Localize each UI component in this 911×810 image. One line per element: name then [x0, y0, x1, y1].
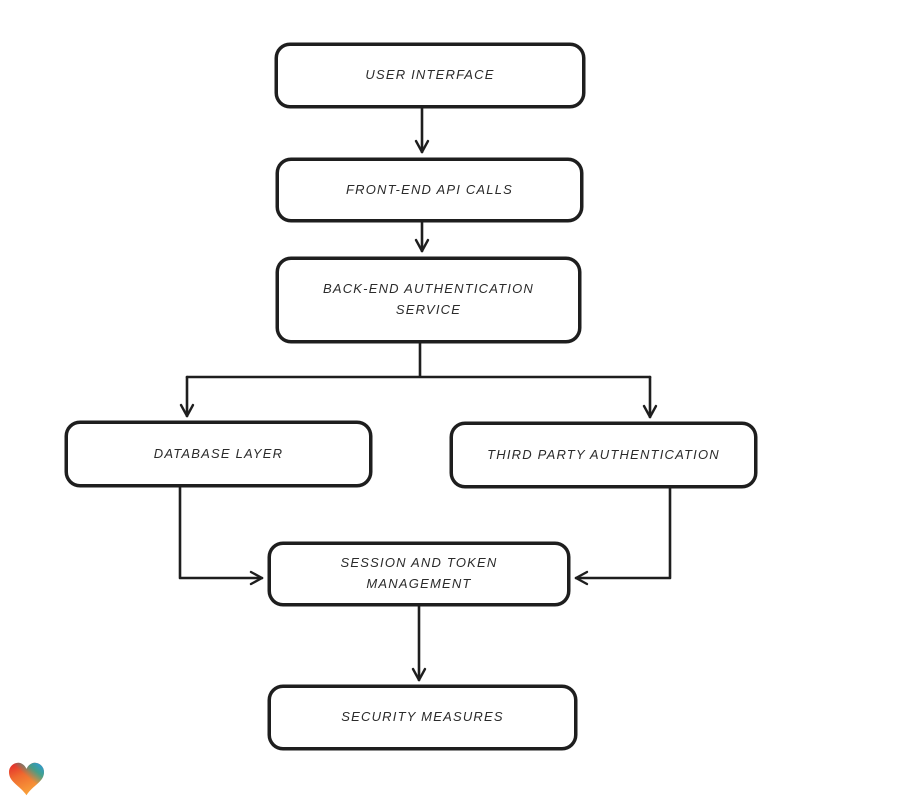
edge-database-to-session	[178, 485, 264, 586]
node-label: THIRD PARTY AUTHENTICATION	[487, 446, 720, 462]
node-label: DATABASE LAYER	[153, 445, 284, 461]
edge-backend-branch	[185, 341, 652, 379]
flowchart-node-user-interface: USER INTERFACE	[275, 43, 585, 108]
flowchart-node-back-end-authentication-service: BACK-END AUTHENTICATION SERVICE	[276, 257, 581, 343]
flowchart-node-security-measures: SECURITY MEASURES	[268, 685, 577, 750]
node-label: USER INTERFACE	[365, 67, 495, 83]
heart-logo-icon	[9, 762, 44, 796]
flowchart-node-front-end-api-calls: FRONT-END API CALLS	[276, 158, 583, 222]
node-label: BACK-END AUTHENTICATION SERVICE	[322, 281, 535, 317]
node-label: SECURITY MEASURES	[341, 709, 504, 725]
node-label: FRONT-END API CALLS	[345, 181, 514, 197]
flowchart-node-database-layer: DATABASE LAYER	[65, 421, 372, 487]
flowchart-node-third-party-authentication: THIRD PARTY AUTHENTICATION	[450, 422, 757, 488]
flowchart-node-session-and-token-management: SESSION AND TOKEN MANAGEMENT	[268, 542, 570, 606]
edge-thirdparty-to-session	[574, 486, 672, 586]
heart-shape-overlay	[9, 762, 44, 796]
node-label: SESSION AND TOKEN MANAGEMENT	[340, 555, 498, 591]
